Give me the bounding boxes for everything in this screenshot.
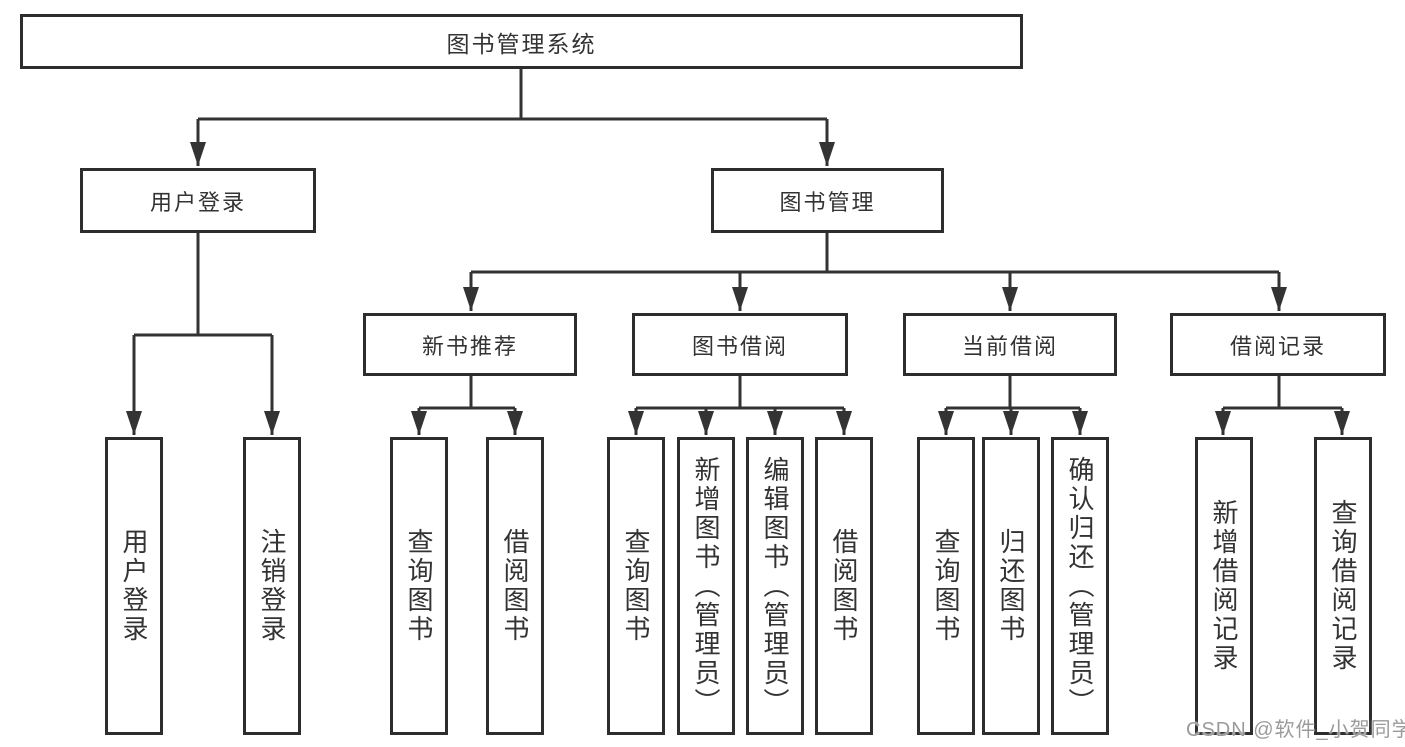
leaf-label: 新增借阅记录 (1209, 499, 1239, 673)
leaf-query-borrow-record: 查询借阅记录 (1314, 437, 1372, 735)
csdn-watermark: CSDN @软件_小贺同学 (1186, 719, 1405, 741)
leaf-confirm-return-admin: 确认归还（管理员） (1051, 437, 1109, 735)
leaf-borrow-books-recommend: 借阅图书 (486, 437, 544, 735)
leaf-label: 查询图书 (931, 528, 961, 644)
node-book-management: 图书管理 (711, 168, 944, 233)
leaf-label: 新增图书（管理员） (691, 455, 721, 717)
leaf-label: 查询借阅记录 (1328, 499, 1358, 673)
leaf-label: 确认归还（管理员） (1065, 455, 1095, 717)
leaf-label: 用户登录 (119, 528, 149, 644)
leaf-label: 编辑图书（管理员） (760, 455, 790, 717)
node-new-book-recommendation: 新书推荐 (363, 313, 577, 376)
leaf-borrow-books: 借阅图书 (815, 437, 873, 735)
leaf-label: 归还图书 (996, 528, 1026, 644)
node-library-management-system: 图书管理系统 (20, 14, 1023, 69)
node-borrowing-records: 借阅记录 (1170, 313, 1386, 376)
leaf-user-login: 用户登录 (105, 437, 163, 735)
node-current-borrowing: 当前借阅 (903, 313, 1117, 376)
leaf-query-books-recommend: 查询图书 (390, 437, 448, 735)
node-user-login: 用户登录 (80, 168, 316, 233)
leaf-add-borrow-record: 新增借阅记录 (1195, 437, 1253, 735)
node-book-borrowing: 图书借阅 (632, 313, 848, 376)
leaf-label: 查询图书 (404, 528, 434, 644)
leaf-label: 查询图书 (621, 528, 651, 644)
leaf-add-books-admin: 新增图书（管理员） (677, 437, 735, 735)
connector-arrows (126, 119, 1350, 435)
leaf-query-books-current: 查询图书 (917, 437, 975, 735)
leaf-return-books: 归还图书 (982, 437, 1040, 735)
leaf-edit-books-admin: 编辑图书（管理员） (746, 437, 804, 735)
leaf-label: 借阅图书 (500, 528, 530, 644)
leaf-query-books-borrow: 查询图书 (607, 437, 665, 735)
leaf-label: 注销登录 (257, 528, 287, 644)
leaf-logout: 注销登录 (243, 437, 301, 735)
leaf-label: 借阅图书 (829, 528, 859, 644)
